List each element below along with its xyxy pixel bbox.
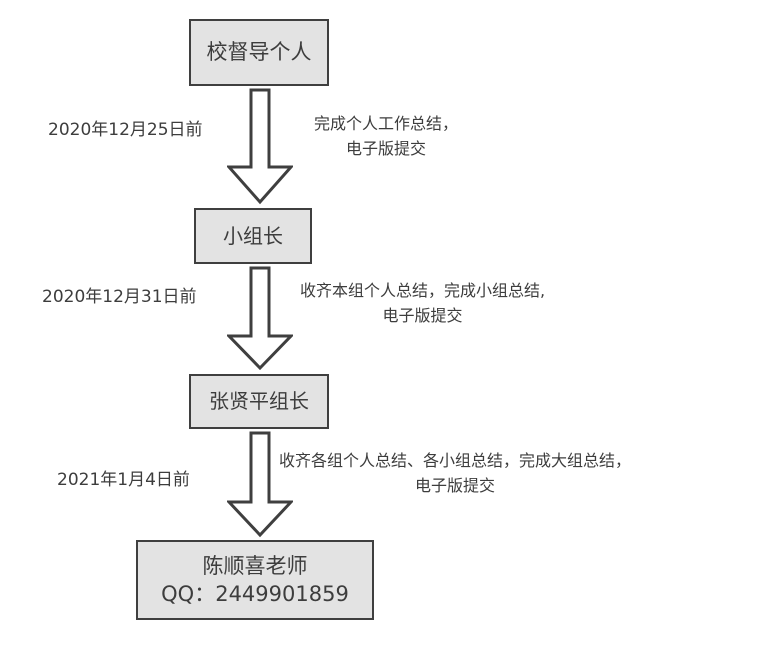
edge-1-task-label: 完成个人工作总结， 电子版提交 bbox=[314, 112, 458, 162]
edge-2-deadline-label: 2020年12月31日前 bbox=[42, 287, 197, 307]
edge-3-deadline-label: 2021年1月4日前 bbox=[57, 470, 190, 490]
node-teacher-chen[interactable]: 陈顺喜老师 QQ：2449901859 bbox=[136, 540, 374, 620]
node-teacher-chen-name: 陈顺喜老师 bbox=[202, 553, 308, 578]
edge-3-task-line-2: 电子版提交 bbox=[415, 475, 496, 495]
edge-3-task-line-1: 收齐各组个人总结、各小组总结，完成大组总结， bbox=[279, 451, 632, 470]
node-group-leader-label: 小组长 bbox=[223, 223, 283, 248]
node-zhang-xianping-label: 张贤平组长 bbox=[209, 389, 309, 413]
edge-1-task-line-1: 完成个人工作总结， bbox=[314, 114, 459, 133]
node-zhang-xianping[interactable]: 张贤平组长 bbox=[189, 374, 329, 429]
edge-2-task-label: 收齐本组个人总结，完成小组总结, 电子版提交 bbox=[300, 279, 545, 329]
down-arrow-icon-2 bbox=[227, 266, 293, 371]
down-arrow-icon-3 bbox=[227, 431, 293, 538]
node-teacher-chen-qq: QQ：2449901859 bbox=[161, 582, 349, 606]
edge-1-deadline-label: 2020年12月25日前 bbox=[48, 120, 203, 140]
down-arrow-icon-1 bbox=[227, 88, 293, 205]
edge-1-task-line-2: 电子版提交 bbox=[346, 138, 427, 158]
edge-3-task-label: 收齐各组个人总结、各小组总结，完成大组总结， 电子版提交 bbox=[279, 449, 631, 499]
node-group-leader[interactable]: 小组长 bbox=[194, 208, 312, 264]
node-supervisor[interactable]: 校督导个人 bbox=[189, 19, 329, 86]
edge-2-task-line-2: 电子版提交 bbox=[382, 305, 463, 325]
node-supervisor-label: 校督导个人 bbox=[206, 40, 312, 65]
edge-2-task-line-1: 收齐本组个人总结，完成小组总结, bbox=[300, 281, 546, 300]
